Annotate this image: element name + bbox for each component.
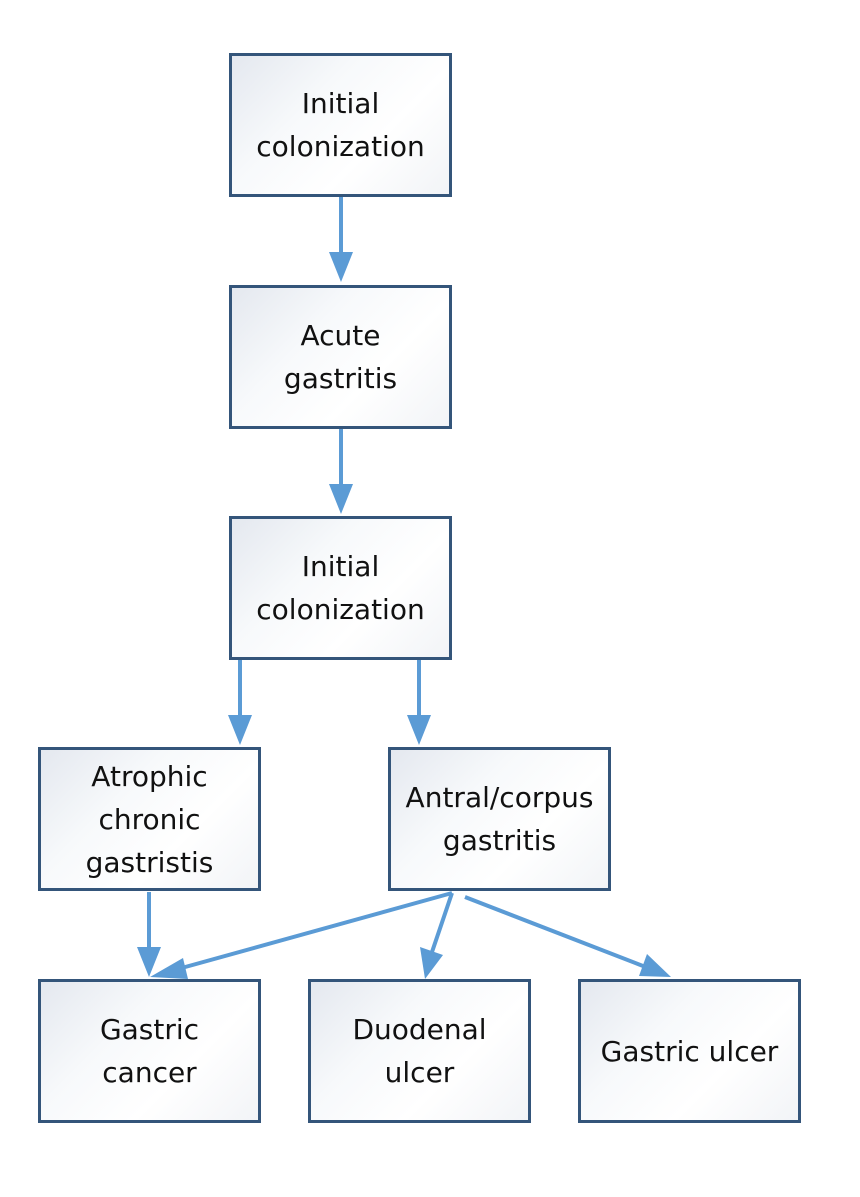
node-label: Acute gastritis <box>283 319 398 395</box>
arrow-antral-to-gastric-ulcer <box>464 895 644 968</box>
node-acute-gastritis: Acute gastritis <box>229 285 452 429</box>
arrowhead-initial-to-acute <box>329 252 353 282</box>
node-duodenal-ulcer: Duodenal ulcer <box>308 979 531 1123</box>
arrow-antral-to-duodenal <box>430 892 454 953</box>
node-label: Initial colonization <box>256 550 425 626</box>
node-label: Atrophic chronic gastristis <box>85 759 214 879</box>
node-initial-colonization-top: Initial colonization <box>229 53 452 197</box>
node-antral-corpus-gastritis: Antral/corpus gastritis <box>388 747 611 891</box>
node-gastric-ulcer: Gastric ulcer <box>578 979 801 1123</box>
node-gastric-cancer: Gastric cancer <box>38 979 261 1123</box>
arrowhead-antral-to-gastric-ulcer <box>639 954 671 977</box>
arrowhead-acute-to-initial <box>329 484 353 514</box>
node-initial-colonization-middle: Initial colonization <box>229 516 452 660</box>
arrowhead-initial-to-antral <box>407 715 431 745</box>
node-label: Initial colonization <box>256 87 425 163</box>
arrowhead-antral-to-cancer <box>150 958 188 979</box>
node-atrophic-chronic-gastristis: Atrophic chronic gastristis <box>38 747 261 891</box>
arrow-antral-to-cancer <box>177 891 453 971</box>
arrowhead-atrophic-to-cancer <box>137 947 161 977</box>
arrowhead-initial-to-atrophic <box>228 715 252 745</box>
node-label: Gastric ulcer <box>600 1034 779 1068</box>
node-label: Antral/corpus gastritis <box>405 781 594 857</box>
node-label: Duodenal ulcer <box>352 1013 487 1089</box>
node-label: Gastric cancer <box>99 1013 200 1089</box>
arrowhead-antral-to-duodenal <box>420 947 443 979</box>
